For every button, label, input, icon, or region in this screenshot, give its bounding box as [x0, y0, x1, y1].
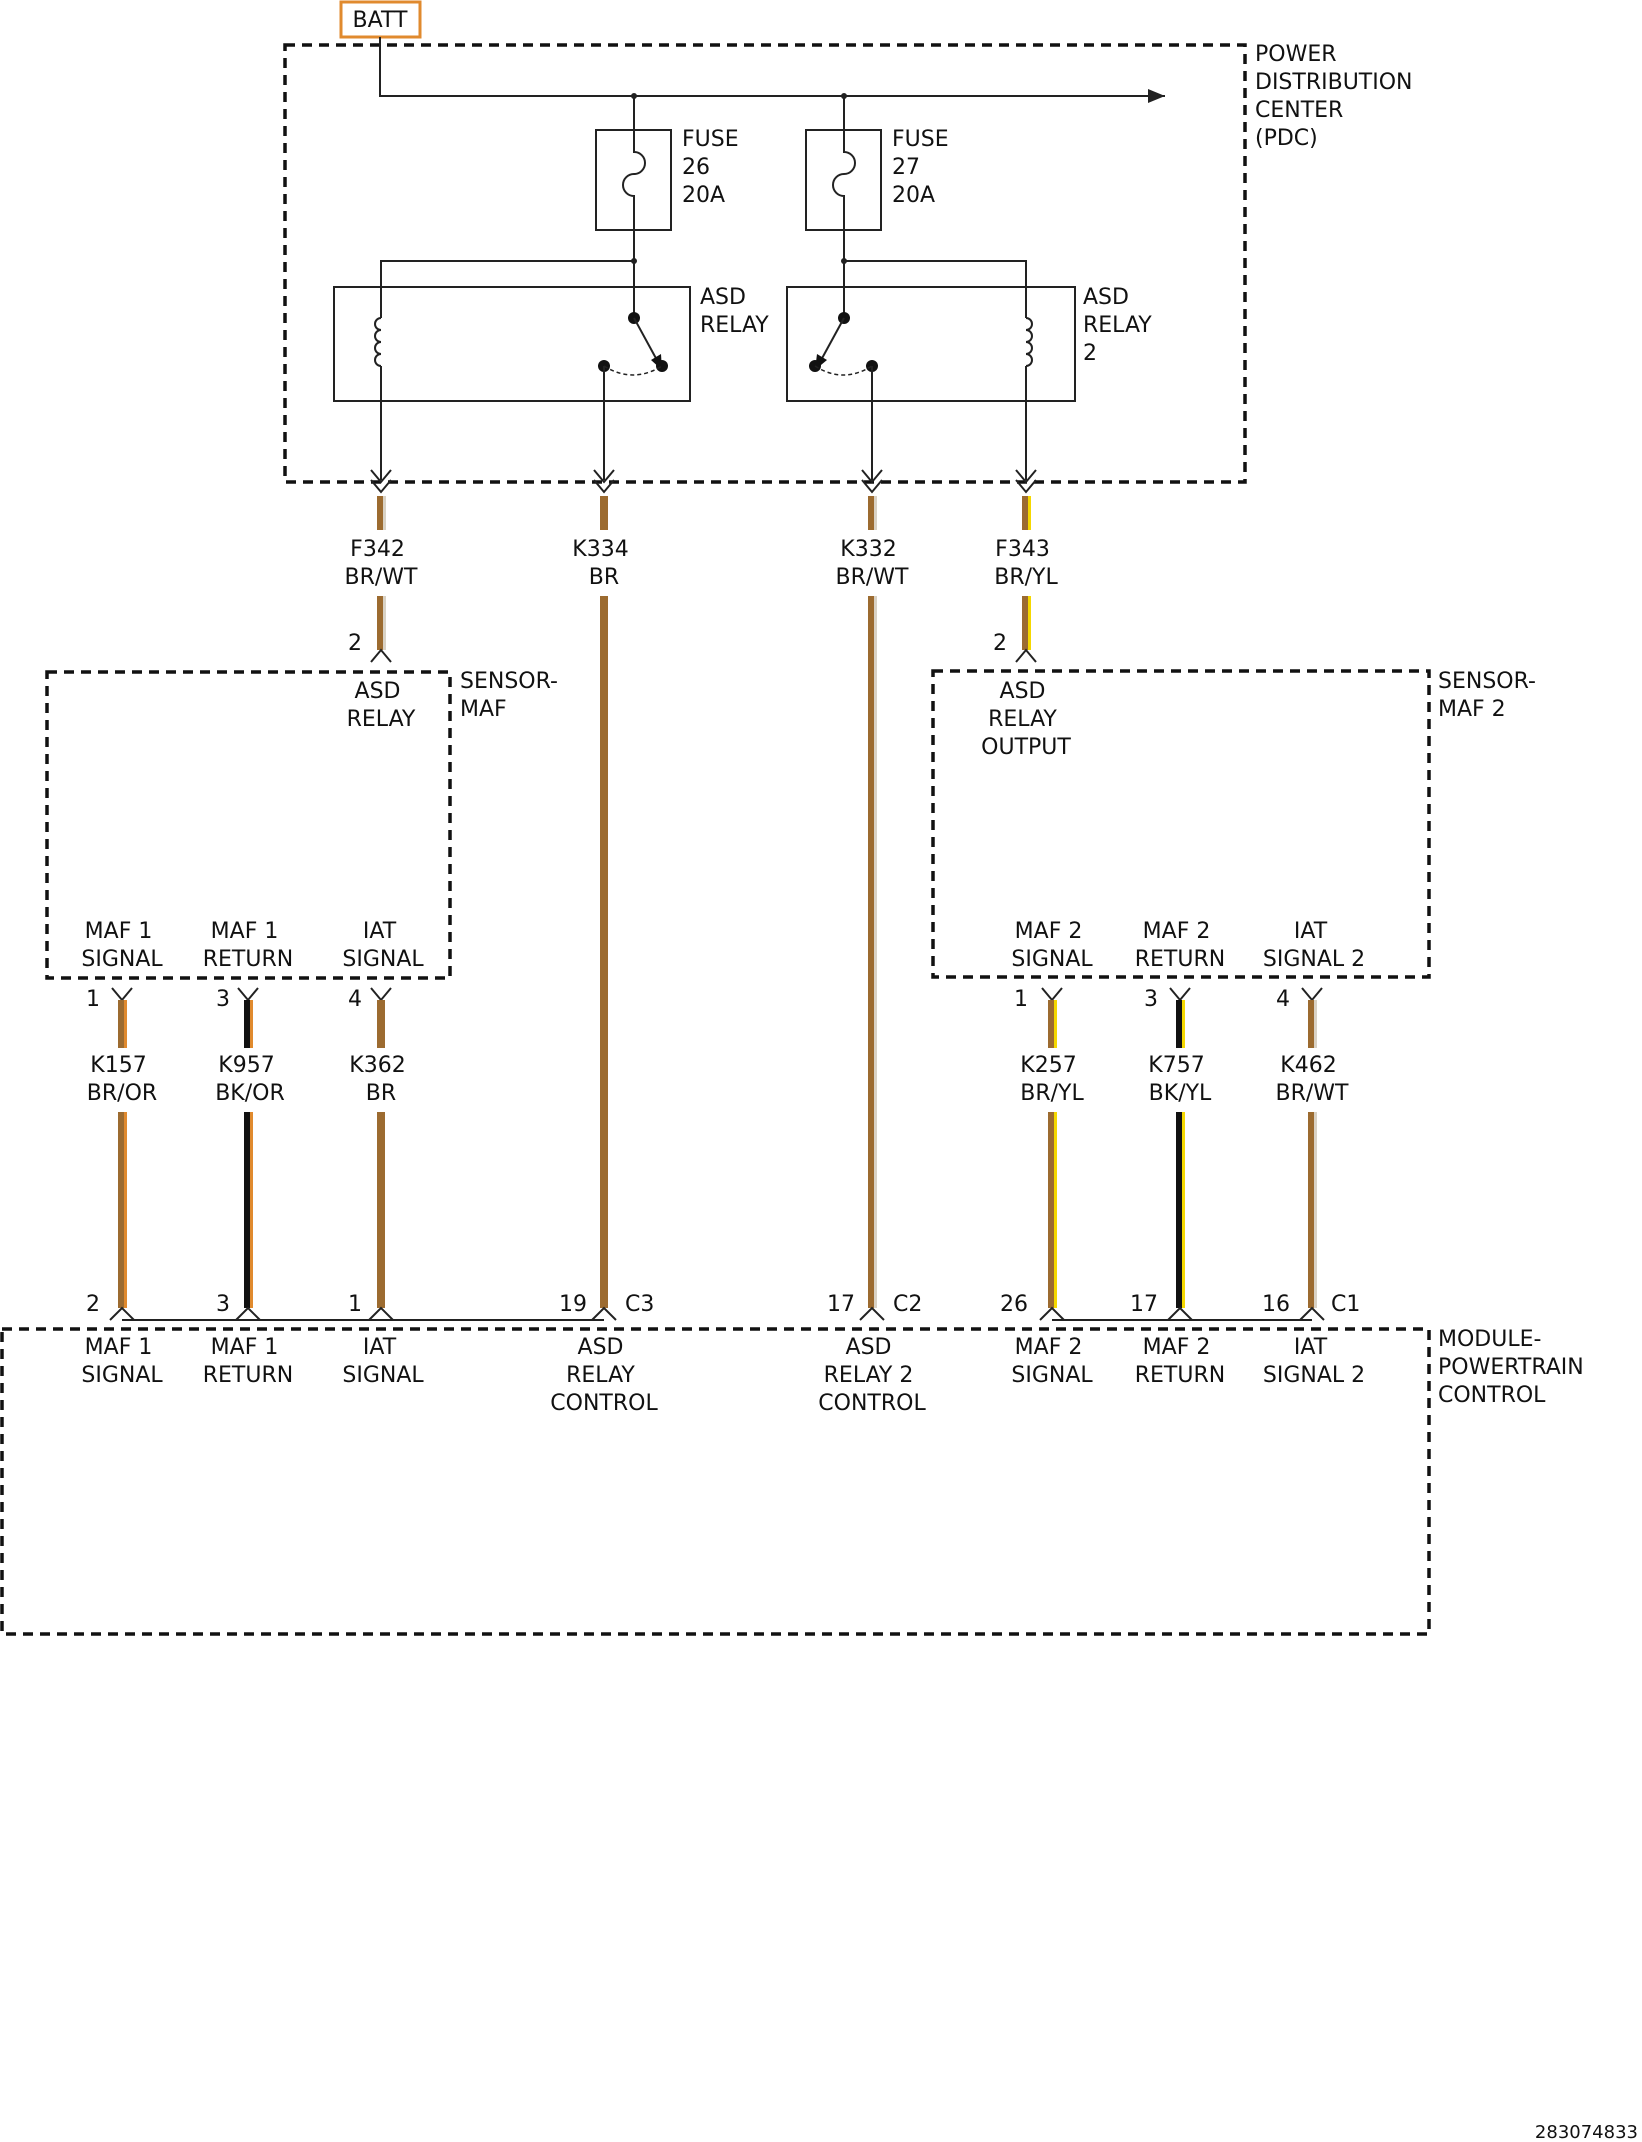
- wire-k957: [244, 1000, 253, 1048]
- relay-switch-arm: [633, 317, 659, 363]
- sensor-maf-box: [45, 670, 452, 980]
- sensor-maf-pin-maf1-return: MAF 1 RETURN: [203, 919, 293, 972]
- pdc-title: POWER DISTRIBUTION CENTER (PDC): [1255, 42, 1420, 151]
- sensor-maf2-pin-maf2-signal: MAF 2 SIGNAL: [1011, 919, 1093, 972]
- wire-k332: [868, 496, 877, 530]
- pcm-pin-asd-relay2-control: ASD RELAY 2 CONTROL: [818, 1335, 926, 1416]
- diagram-id: 283074833: [1535, 2122, 1638, 2142]
- pin-number: 17: [1130, 1292, 1158, 1317]
- pin-number: 1: [1014, 987, 1028, 1012]
- pin-number: 1: [86, 987, 100, 1012]
- pin-number: 26: [1000, 1292, 1028, 1317]
- wire-k257: [1048, 1000, 1057, 1048]
- relay-switch-arm: [819, 317, 845, 363]
- connector-mark: [1015, 648, 1037, 663]
- batt-label: BATT: [353, 8, 408, 33]
- pin-number: 3: [1144, 987, 1158, 1012]
- sensor-maf2-pin-label: ASD RELAY OUTPUT: [981, 679, 1071, 760]
- wire-label-k257: K257 BR/YL: [1020, 1053, 1084, 1106]
- wire-k362: [377, 1112, 385, 1308]
- wire-k362: [377, 1000, 385, 1048]
- pin-number: 2: [993, 631, 1007, 656]
- pcm-pin-iat-signal: IAT SIGNAL: [342, 1335, 424, 1388]
- pin-number: 4: [1276, 987, 1290, 1012]
- wire-k257: [1048, 1112, 1057, 1308]
- connector-marks-top: [370, 469, 1037, 494]
- pin-number: 2: [348, 631, 362, 656]
- sensor-maf-title: SENSOR- MAF: [460, 669, 565, 722]
- fuse-icon: [622, 130, 646, 230]
- relay-coil-icon: [374, 317, 382, 367]
- connector-mark: [370, 648, 392, 663]
- pin-number: 1: [348, 1292, 362, 1317]
- wire-f343: [1022, 596, 1031, 650]
- pcm-pin-maf2-return: MAF 2 RETURN: [1135, 1335, 1225, 1388]
- pcm-title: MODULE- POWERTRAIN CONTROL: [1438, 1327, 1591, 1408]
- sensor-maf2-title: SENSOR- MAF 2: [1438, 669, 1543, 722]
- connector-c2-label: C2: [893, 1292, 922, 1317]
- arrow-right-icon: [1148, 89, 1165, 103]
- upper-wire-stubs: [377, 496, 1031, 1308]
- wire-f343: [1022, 496, 1031, 530]
- fuse-27-label: FUSE 27 20A: [892, 127, 956, 208]
- wire-label-k757: K757 BK/YL: [1148, 1053, 1212, 1106]
- wire-label-k362: K362 BR: [349, 1053, 412, 1106]
- pdc-box: [283, 43, 1247, 484]
- wire-k757: [1176, 1000, 1185, 1048]
- wire-f342: [377, 496, 386, 530]
- relay-coil-icon: [1025, 317, 1033, 367]
- wire-k757: [1176, 1112, 1185, 1308]
- asd-relay-label: ASD RELAY: [700, 285, 769, 338]
- fuse-icon: [832, 130, 856, 230]
- sensor-maf2-box: [931, 669, 1431, 979]
- pin-number: 4: [348, 987, 362, 1012]
- pin-number: 3: [216, 987, 230, 1012]
- batt-feed-line: [379, 37, 1165, 97]
- wire-k334: [600, 596, 608, 1308]
- wire-label-f342: F342 BR/WT: [345, 537, 419, 590]
- sensor-maf-pin-label: ASD RELAY: [347, 679, 416, 732]
- wire-k334: [600, 496, 608, 530]
- wire-k157: [118, 1112, 127, 1308]
- pin-number: 19: [559, 1292, 587, 1317]
- pcm-pin-maf1-return: MAF 1 RETURN: [203, 1335, 293, 1388]
- connector-c1-label: C1: [1331, 1292, 1360, 1317]
- sensor-maf2-pin-iat-signal2: IAT SIGNAL 2: [1263, 919, 1365, 972]
- fuse-26-label: FUSE 26 20A: [682, 127, 746, 208]
- wire-k332: [868, 596, 877, 1308]
- pcm-connector-marks: [109, 1306, 1325, 1321]
- wire-k462: [1308, 1000, 1317, 1048]
- wire-label-k157: K157 BR/OR: [87, 1053, 157, 1106]
- wire-k157: [118, 1000, 127, 1048]
- wire-label-f343: F343 BR/YL: [994, 537, 1058, 590]
- lower-wires: [118, 1000, 1317, 1308]
- pcm-pin-iat-signal2: IAT SIGNAL 2: [1263, 1335, 1365, 1388]
- pin-number: 16: [1262, 1292, 1290, 1317]
- wire-label-k462: K462 BR/WT: [1276, 1053, 1350, 1106]
- wire-f342: [377, 596, 386, 650]
- sensor-maf2-pin-maf2-return: MAF 2 RETURN: [1135, 919, 1225, 972]
- asd-relay-2-label: ASD RELAY 2: [1083, 285, 1159, 366]
- wire-k957: [244, 1112, 253, 1308]
- pin-number: 2: [86, 1292, 100, 1317]
- pin-number: 17: [827, 1292, 855, 1317]
- pcm-pin-maf1-signal: MAF 1 SIGNAL: [81, 1335, 163, 1388]
- wire-label-k334: K334 BR: [572, 537, 635, 590]
- wire-label-k332: K332 BR/WT: [836, 537, 910, 590]
- pcm-pin-maf2-signal: MAF 2 SIGNAL: [1011, 1335, 1093, 1388]
- sensor-maf-pin-iat-signal: IAT SIGNAL: [342, 919, 424, 972]
- wire-k462: [1308, 1112, 1317, 1308]
- sensor-maf-pin-maf1-signal: MAF 1 SIGNAL: [81, 919, 163, 972]
- wire-label-k957: K957 BK/OR: [215, 1053, 285, 1106]
- connector-c3-label: C3: [625, 1292, 654, 1317]
- pin-number: 3: [216, 1292, 230, 1317]
- asd-relay-box: [333, 286, 691, 402]
- pcm-pin-asd-relay-control: ASD RELAY CONTROL: [550, 1335, 658, 1416]
